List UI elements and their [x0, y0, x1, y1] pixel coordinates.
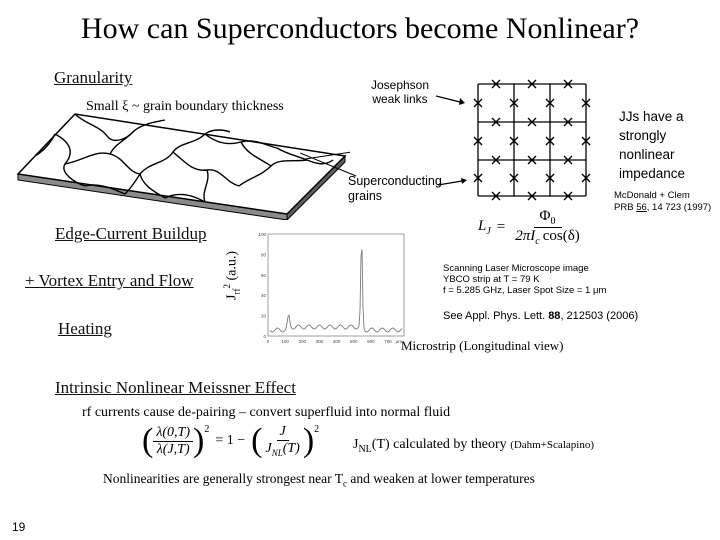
x-tick-label: 600	[367, 339, 375, 344]
junction-vertical	[545, 98, 555, 108]
scanning-line2: YBCO strip at T = 79 K	[443, 274, 540, 285]
vortex-heading: + Vortex Entry and Flow	[25, 271, 194, 290]
x-tick-label: 0	[267, 339, 270, 344]
appl-reference: See Appl. Phys. Lett. 88, 212503 (2006)	[443, 310, 639, 322]
nonlinearity-note: Nonlinearities are generally strongest n…	[103, 471, 535, 489]
granular-slab-illustration	[16, 113, 350, 220]
x-unit-label: μm	[396, 339, 403, 344]
lj-lhs: LJ	[478, 218, 491, 237]
junction-horizontal	[527, 79, 537, 89]
junction-horizontal	[527, 191, 537, 201]
junction-horizontal	[563, 155, 573, 165]
microstrip-caption: Microstrip (Longitudinal view)	[401, 338, 564, 353]
grains-label: Superconducting grains	[348, 174, 442, 203]
scanning-line1: Scanning Laser Microscope image	[443, 263, 589, 274]
y-tick-label: 20	[261, 314, 267, 319]
lambda-formula: ( λ(0,T) λ(J,T) ) 2 = 1 − ( J JNL(T) ) 2	[142, 422, 320, 459]
scanning-caption: Scanning Laser Microscope image YBCO str…	[443, 263, 606, 296]
granularity-heading: Granularity	[54, 68, 133, 87]
junction-vertical	[509, 173, 519, 183]
x-tick-label: 700	[384, 339, 392, 344]
plot-ylabel: Jrf2 (a.u.)	[222, 251, 242, 300]
junction-vertical	[473, 98, 483, 108]
heating-heading: Heating	[58, 319, 112, 338]
junction-horizontal	[527, 117, 537, 127]
junction-horizontal	[527, 155, 537, 165]
x-tick-label: 200	[299, 339, 307, 344]
x-tick-label: 100	[281, 339, 289, 344]
jnl-note: JNL(T) calculated by theory (Dahm+Scalap…	[353, 437, 594, 455]
junction-horizontal	[491, 79, 501, 89]
josephson-label: Josephson weak links	[370, 78, 430, 106]
grain-pointer-line	[300, 152, 357, 177]
reference-journal: PRB	[614, 202, 634, 213]
x-tick-label: 300	[316, 339, 324, 344]
y-tick-label: 0	[263, 334, 266, 339]
lambda-fraction: λ(0,T) λ(J,T)	[153, 425, 194, 458]
junction-horizontal	[563, 79, 573, 89]
junction-vertical	[581, 136, 591, 146]
network-lines	[477, 83, 587, 197]
junction-vertical	[473, 136, 483, 146]
josephson-junction-network	[473, 79, 591, 201]
grain-size-note: Small ξ ~ grain boundary thickness	[86, 99, 284, 114]
reference-authors: McDonald + Clem	[614, 190, 690, 201]
junction-horizontal	[491, 191, 501, 201]
rf-depairing-note: rf currents cause de-pairing – convert s…	[82, 405, 451, 420]
y-tick-label: 80	[261, 252, 267, 257]
y-tick-label: 40	[261, 293, 267, 298]
x-tick-label: 500	[350, 339, 358, 344]
grain-boundaries	[34, 113, 334, 203]
reference-volume: 56	[636, 202, 647, 213]
junction-horizontal	[491, 155, 501, 165]
current-trace	[269, 249, 403, 333]
reference-pages: , 14 723 (1997)	[646, 202, 712, 213]
page-number: 19	[12, 520, 26, 534]
junction-vertical	[581, 173, 591, 183]
y-tick-label: 100	[258, 232, 266, 237]
intrinsic-heading: Intrinsic Nonlinear Meissner Effect	[55, 378, 296, 397]
josephson-arrow	[436, 95, 465, 105]
junction-vertical	[509, 136, 519, 146]
junction-vertical	[545, 173, 555, 183]
mcdonald-reference: McDonald + Clem PRB 56, 14 723 (1997)	[614, 190, 711, 214]
jj-impedance-note: JJs have a strongly nonlinear impedance	[619, 109, 686, 181]
scanning-line3: f = 5.285 GHz, Laser Spot Size = 1 μm	[443, 285, 607, 296]
junction-horizontal	[563, 117, 573, 127]
junction-vertical	[509, 98, 519, 108]
x-tick-label: 400	[333, 339, 341, 344]
plot-frame	[267, 233, 405, 337]
junction-vertical	[473, 173, 483, 183]
grains-arrow	[438, 178, 467, 186]
lj-equals: =	[496, 219, 506, 235]
edge-current-heading: Edge-Current Buildup	[55, 224, 207, 243]
junction-horizontal	[491, 117, 501, 127]
junction-vertical	[545, 136, 555, 146]
j-fraction: J JNL(T)	[265, 424, 300, 458]
junction-horizontal	[563, 191, 573, 201]
slide-title: How can Superconductors become Nonlinear…	[80, 12, 640, 45]
y-tick-label: 60	[261, 273, 267, 278]
junction-vertical	[581, 98, 591, 108]
